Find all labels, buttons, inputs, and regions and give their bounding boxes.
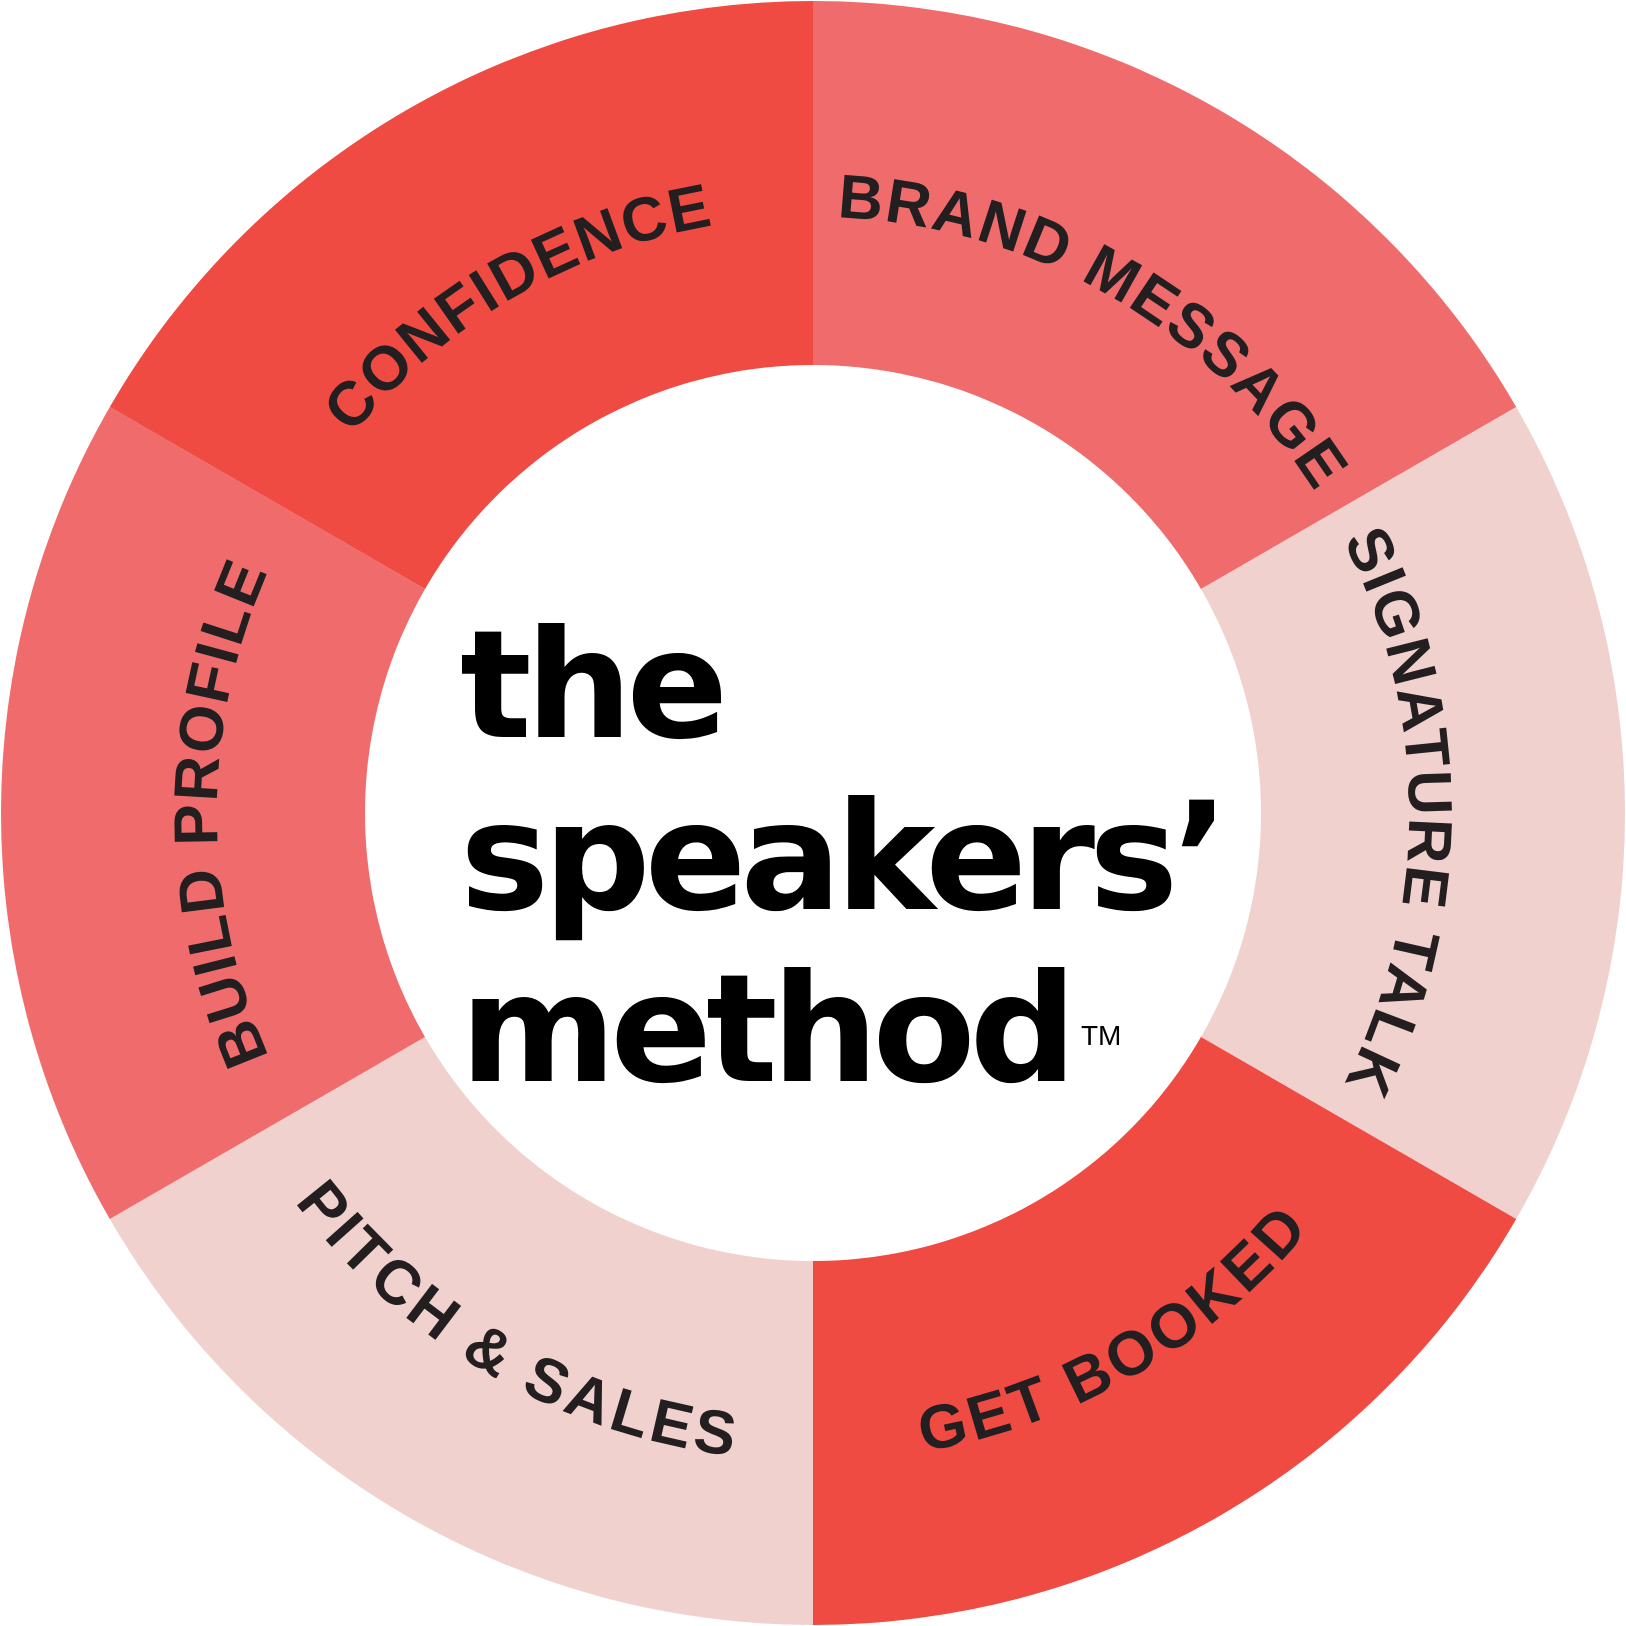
logo-line-method: method bbox=[460, 943, 1077, 1117]
center-disc bbox=[365, 365, 1261, 1261]
logo-line-the: the bbox=[460, 599, 728, 773]
logo-line-speakers: speakers’ bbox=[460, 771, 1229, 945]
trademark-mark: TM bbox=[1080, 1020, 1122, 1051]
